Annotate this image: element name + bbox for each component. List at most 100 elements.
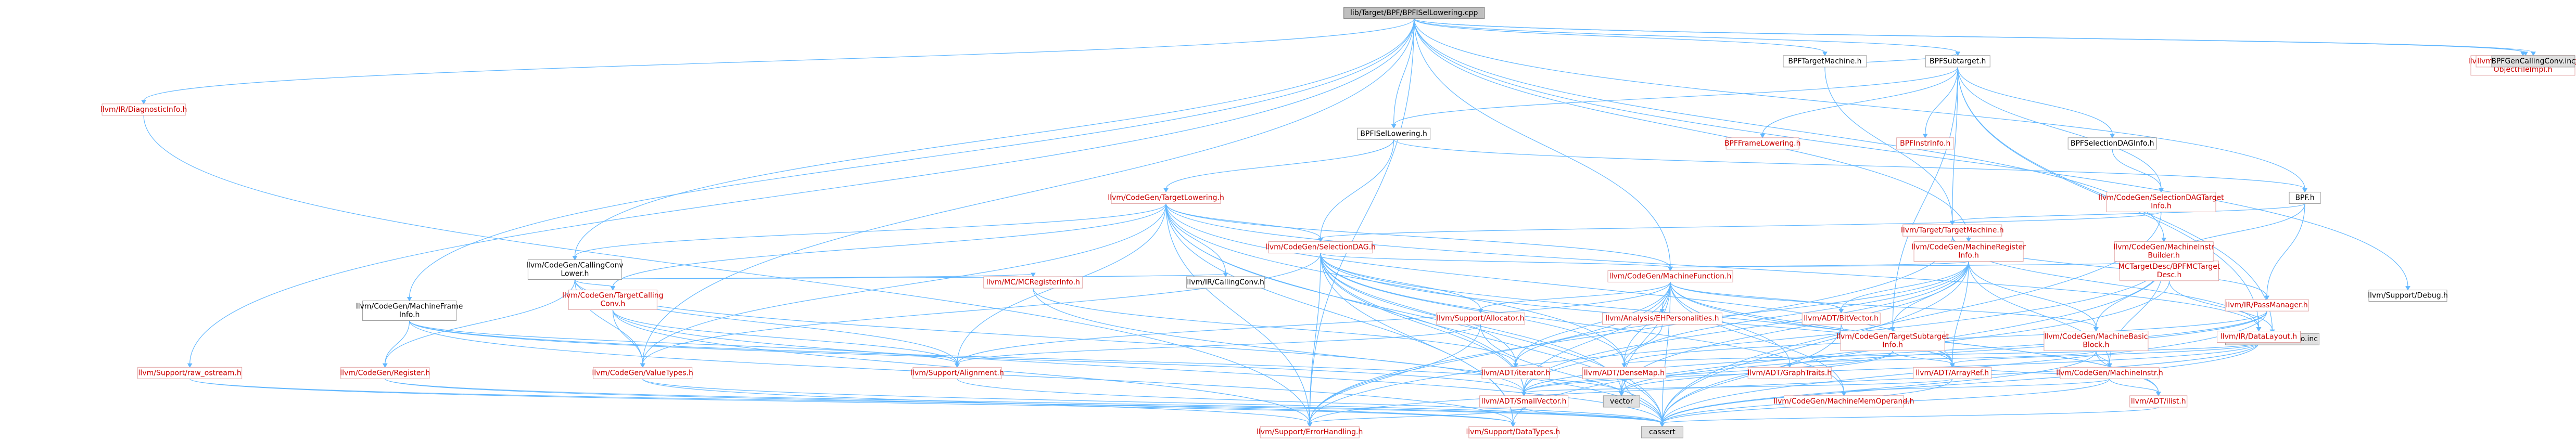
edge-line xyxy=(1165,203,1226,274)
edge-arrowhead xyxy=(2523,51,2528,56)
edge-line xyxy=(1957,67,2113,135)
edge-line xyxy=(1670,282,1790,365)
node-diaginfo[interactable]: llvm/IR/DiagnosticInfo.h xyxy=(100,103,187,116)
node-bpfisel[interactable]: BPFISelLowering.h xyxy=(1357,127,1431,140)
node-ilist[interactable]: llvm/ADT/ilist.h xyxy=(2129,395,2188,408)
node-mi[interactable]: llvm/CodeGen/MachineInstr.h xyxy=(2056,367,2163,379)
node-label: llvm/CodeGen/SelectionDAG.h xyxy=(1265,243,1376,252)
edge-sdtinfo-to-sdag xyxy=(1318,211,2162,242)
edge-line xyxy=(1414,18,2523,53)
node-label: llvm/CodeGen/SelectionDAGTarget xyxy=(2098,193,2224,202)
edge-line xyxy=(1524,351,1893,393)
edge-line xyxy=(574,279,613,288)
edge-arrowhead xyxy=(1619,392,1625,396)
node-label: llvm/ADT/ArrayRef.h xyxy=(1915,369,1989,377)
node-errh[interactable]: llvm/Support/ErrorHandling.h xyxy=(1257,426,1363,438)
node-bpfframe[interactable]: BPFFrameLowering.h xyxy=(1724,137,1801,150)
node-box xyxy=(2106,191,2216,212)
node-label: llvm/ADT/iterator.h xyxy=(1481,369,1550,377)
node-label: Block.h xyxy=(2083,341,2109,349)
node-graphtraits[interactable]: llvm/ADT/GraphTraits.h xyxy=(1747,367,1832,379)
node-bpfsdinfo[interactable]: BPFSelectionDAGInfo.h xyxy=(2067,137,2157,150)
edge-mbb-to-graphtraits xyxy=(1787,351,2097,368)
node-passmgr[interactable]: llvm/IR/PassManager.h xyxy=(2225,299,2309,312)
node-bitv[interactable]: llvm/ADT/BitVector.h xyxy=(1801,313,1881,325)
edge-arrowhead xyxy=(1966,238,1971,242)
node-box xyxy=(1481,367,1550,379)
edge-tl-to-irccw xyxy=(1165,203,1228,278)
edge-root-to-bpfh xyxy=(1414,18,2307,193)
edge-line xyxy=(1320,253,1625,365)
node-bpfinstr[interactable]: BPFInstrInfo.h xyxy=(1896,137,1955,150)
edge-mfi-to-vector xyxy=(409,320,1625,396)
edge-line xyxy=(574,18,1415,257)
node-alloc[interactable]: llvm/Support/Allocator.h xyxy=(1436,313,1525,325)
node-mcreg[interactable]: llvm/MC/MCRegisterInfo.h xyxy=(983,276,1083,289)
edge-root-to-debug xyxy=(1414,18,2410,291)
edge-mi-to-mmo xyxy=(1841,378,2110,396)
node-box xyxy=(1186,276,1265,289)
node-mmo[interactable]: llvm/CodeGen/MachineMemOperand.h xyxy=(1773,395,1914,408)
edge-line xyxy=(385,279,576,365)
edge-line xyxy=(957,282,1671,365)
edge-bpfsub-to-sdtinfo xyxy=(1957,67,2164,193)
node-ehp[interactable]: llvm/Analysis/EHPersonalities.h xyxy=(1602,313,1722,325)
edge-line xyxy=(1762,67,1958,135)
node-cassert: cassert xyxy=(1641,426,1683,438)
node-label: llvm/CodeGen/MachineFunction.h xyxy=(1609,272,1732,280)
edge-line xyxy=(1414,18,1969,239)
node-cvt[interactable]: llvm/CodeGen/ValueTypes.h xyxy=(592,367,693,379)
node-mf[interactable]: llvm/CodeGen/MachineFunction.h xyxy=(1607,270,1733,282)
node-cgreg[interactable]: llvm/CodeGen/Register.h xyxy=(340,367,430,379)
edge-line xyxy=(612,203,1166,287)
edge-cgreg-to-cassert xyxy=(385,378,1665,427)
node-tl[interactable]: llvm/CodeGen/TargetLowering.h xyxy=(1108,191,1224,204)
edge-line xyxy=(2109,379,2159,393)
node-box xyxy=(1479,395,1569,408)
node-label: llvm/IR/CallingConv.h xyxy=(1187,278,1264,287)
node-label: Info.h xyxy=(2151,202,2172,210)
node-arrayref[interactable]: llvm/ADT/ArrayRef.h xyxy=(1913,367,1992,379)
edge-root-to-bpftm xyxy=(1414,18,1828,56)
node-densemap[interactable]: llvm/ADT/DenseMap.h xyxy=(1582,367,1666,379)
node-dl[interactable]: llvm/IR/DataLayout.h xyxy=(2216,331,2301,343)
node-iter[interactable]: llvm/ADT/iterator.h xyxy=(1481,367,1550,379)
edge-arrowhead xyxy=(1163,188,1169,193)
node-label: Builder.h xyxy=(2148,252,2180,260)
edge-dl-to-errh xyxy=(1307,342,2260,427)
node-label: llvm/CodeGen/ValueTypes.h xyxy=(592,369,693,377)
node-label: llvm/Support/Alignment.h xyxy=(910,369,1004,377)
node-box xyxy=(1747,367,1832,379)
edge-line xyxy=(1309,342,2260,424)
node-bpfh[interactable]: BPF.h xyxy=(2289,191,2321,204)
node-label: llvm/Analysis/EHPersonalities.h xyxy=(1605,315,1719,323)
node-debug[interactable]: llvm/Support/Debug.h xyxy=(2368,290,2448,302)
node-smallvec[interactable]: llvm/ADT/SmallVector.h xyxy=(1479,395,1569,408)
edge-line xyxy=(385,378,1663,424)
node-label: llvm/CodeGen/MachineFrame xyxy=(356,302,463,310)
edge-line xyxy=(2168,280,2273,331)
edge-arrowhead xyxy=(2531,51,2536,56)
node-box xyxy=(1801,313,1881,325)
node-bpftm[interactable]: BPFTargetMachine.h xyxy=(1783,55,1867,68)
node-irccw[interactable]: llvm/IR/CallingConv.h xyxy=(1186,276,1265,289)
node-box xyxy=(340,367,430,379)
node-dtypes[interactable]: llvm/Support/DataTypes.h xyxy=(1466,426,1560,438)
node-rawos[interactable]: llvm/Support/raw_ostream.h xyxy=(137,367,243,379)
node-align[interactable]: llvm/Support/Alignment.h xyxy=(910,367,1004,379)
edge-line xyxy=(1320,253,1481,310)
node-ttm[interactable]: llvm/Target/TargetMachine.h xyxy=(1901,224,2004,237)
edge-mfi-to-align xyxy=(409,320,960,368)
node-sdag[interactable]: llvm/CodeGen/SelectionDAG.h xyxy=(1265,241,1376,254)
edge-line xyxy=(1414,18,1671,268)
node-bpfsub[interactable]: BPFSubtarget.h xyxy=(1925,55,1990,68)
